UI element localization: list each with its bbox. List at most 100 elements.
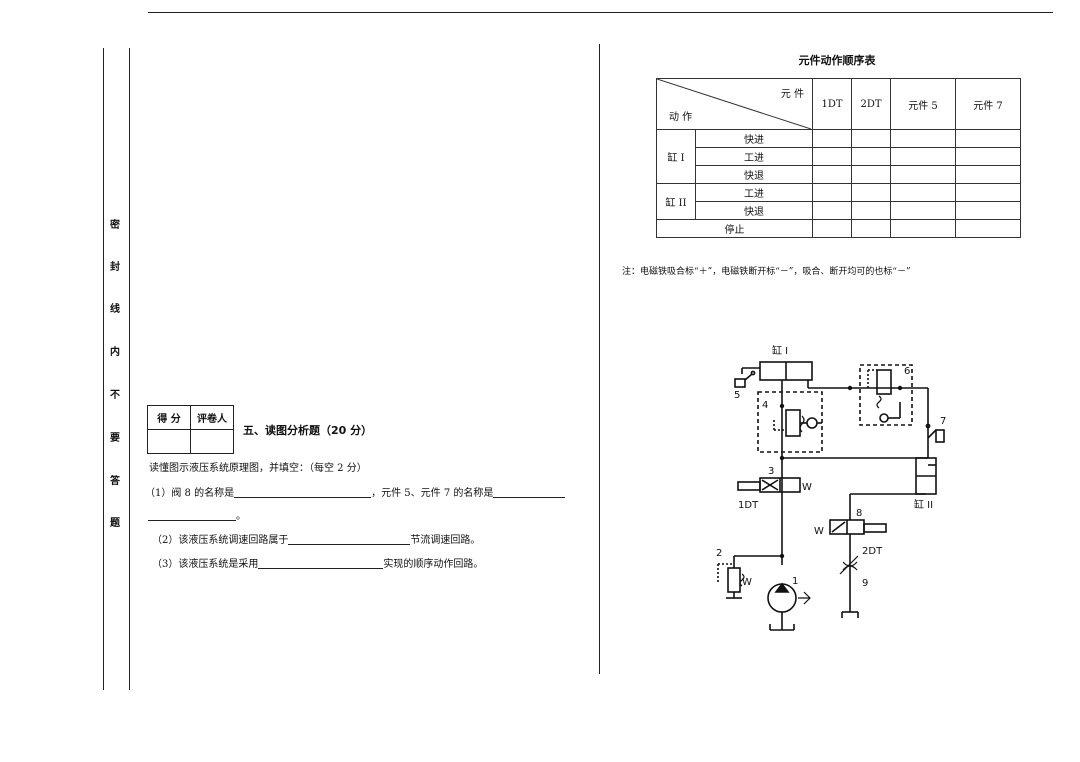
column-divider — [599, 44, 600, 674]
answer-cell[interactable] — [890, 147, 956, 166]
answer-cell[interactable] — [812, 219, 852, 238]
table-row: 停止 — [656, 219, 1021, 238]
solenoid-2dt — [863, 523, 887, 533]
answer-cell[interactable] — [890, 201, 956, 220]
seal-char: 内 — [110, 347, 120, 358]
stop-label: 停止 — [656, 219, 813, 238]
answer-cell[interactable] — [955, 183, 1021, 202]
q1-end: 。 — [236, 511, 246, 522]
action-label: 工进 — [695, 183, 813, 202]
answer-cell[interactable] — [851, 183, 891, 202]
answer-cell[interactable] — [890, 129, 956, 148]
binding-line-outer — [103, 48, 104, 690]
corner-bottom-label: 动 作 — [669, 112, 693, 123]
answer-cell[interactable] — [955, 147, 1021, 166]
label-2: 2 — [716, 548, 722, 559]
label-4: 4 — [762, 400, 768, 411]
valve-6 — [876, 369, 892, 395]
group-label: 缸 II — [656, 183, 696, 220]
question-2: （2）该液压系统调速回路属于节流调速回路。 — [152, 531, 480, 546]
seal-char: 要 — [110, 433, 120, 444]
seal-char: 密 — [110, 220, 120, 231]
label-8: 8 — [856, 508, 862, 519]
answer-cell[interactable] — [812, 183, 852, 202]
corner-diagonal — [657, 79, 811, 129]
answer-cell[interactable] — [851, 147, 891, 166]
table-row: 快退 — [657, 201, 1021, 220]
solenoid-2dt-label: 2DT — [862, 546, 883, 557]
score-cell[interactable] — [147, 429, 191, 454]
answer-cell[interactable] — [851, 129, 891, 148]
cylinder-2-label: 缸 II — [914, 498, 933, 511]
question-1: （1）阀 8 的名称是 ，元件 5、元件 7 的名称是 — [145, 484, 566, 499]
answer-cell[interactable] — [812, 165, 852, 184]
label-1: 1 — [792, 576, 798, 587]
label-9: 9 — [862, 578, 868, 589]
instructions: 读懂图示液压系统原理图，并填空：（每空 2 分） — [149, 463, 367, 474]
hydraulic-circuit-diagram: 缸 I 缸 II 1 2 3 4 5 6 7 8 9 1DT 2DT W W W — [716, 344, 946, 631]
spring-mark: W — [802, 482, 812, 493]
top-rule — [148, 12, 1053, 13]
solenoid-1dt — [737, 481, 761, 491]
q1-blank-valve8[interactable] — [234, 485, 372, 498]
label-6: 6 — [904, 366, 910, 377]
answer-cell[interactable] — [851, 201, 891, 220]
grader-label: 评卷人 — [190, 405, 234, 430]
seal-char: 线 — [110, 304, 120, 315]
valve-4 — [785, 409, 801, 437]
seal-char: 不 — [110, 390, 120, 401]
q1-middle: ，元件 5、元件 7 的名称是 — [371, 488, 494, 499]
seal-char: 封 — [110, 262, 120, 273]
q1-blank-continued[interactable] — [148, 508, 236, 521]
label-5: 5 — [734, 390, 740, 401]
seal-char: 题 — [110, 518, 120, 529]
sequence-table: 元 件 动 作 1DT 2DT 元件 5 元件 7 缸 I 快进 工进 快退 缸… — [656, 78, 1021, 238]
action-label: 快进 — [695, 129, 813, 148]
label-3: 3 — [768, 466, 774, 477]
answer-cell[interactable] — [890, 219, 956, 238]
table-row: 缸 I 快进 — [656, 129, 1021, 184]
answer-cell[interactable] — [955, 219, 1021, 238]
spring-mark: W — [814, 526, 824, 537]
column-header: 元件 7 — [955, 78, 1021, 130]
q1-prefix: （1）阀 8 的名称是 — [145, 488, 235, 499]
answer-cell[interactable] — [955, 201, 1021, 220]
answer-cell[interactable] — [890, 165, 956, 184]
answer-cell[interactable] — [955, 129, 1021, 148]
question-1-continued: 。 — [148, 507, 246, 522]
table-corner-cell: 元 件 动 作 — [656, 78, 813, 130]
action-label: 快退 — [695, 165, 813, 184]
question-3: （3）该液压系统是采用实现的顺序动作回路。 — [152, 555, 483, 570]
action-label: 快退 — [695, 201, 813, 220]
answer-cell[interactable] — [890, 183, 956, 202]
table-row: 工进 — [657, 147, 1021, 166]
q2-blank[interactable] — [288, 532, 411, 545]
answer-cell[interactable] — [812, 147, 852, 166]
binding-line-inner — [129, 48, 130, 690]
corner-top-label: 元 件 — [780, 89, 804, 100]
seal-char: 答 — [110, 476, 120, 487]
table-note: 注：电磁铁吸合标“＋”，电磁铁断开标“－”，吸合、断开均可的也标“－” — [622, 267, 911, 277]
q3-suffix: 实现的顺序动作回路。 — [383, 559, 484, 570]
group-label: 缸 I — [656, 129, 696, 184]
answer-cell[interactable] — [812, 129, 852, 148]
q3-blank[interactable] — [258, 556, 384, 569]
table-row: 缸 II 工进 — [656, 183, 1021, 220]
answer-cell[interactable] — [955, 165, 1021, 184]
answer-cell[interactable] — [851, 165, 891, 184]
action-label: 工进 — [695, 147, 813, 166]
relief-valve-2 — [727, 567, 741, 593]
pressure-switch-7 — [935, 429, 945, 443]
column-header: 元件 5 — [890, 78, 956, 130]
table-title: 元件动作顺序表 — [798, 54, 876, 67]
answer-cell[interactable] — [851, 219, 891, 238]
answer-cell[interactable] — [812, 201, 852, 220]
q2-suffix: 节流调速回路。 — [410, 535, 481, 546]
grader-cell[interactable] — [190, 429, 234, 454]
column-header: 2DT — [851, 78, 891, 130]
limit-switch-5 — [734, 378, 746, 388]
spring-mark: W — [742, 577, 752, 588]
q1-blank-elements[interactable] — [493, 485, 566, 498]
section-title: 五、读图分析题（20 分） — [243, 424, 373, 437]
column-header: 1DT — [812, 78, 852, 130]
